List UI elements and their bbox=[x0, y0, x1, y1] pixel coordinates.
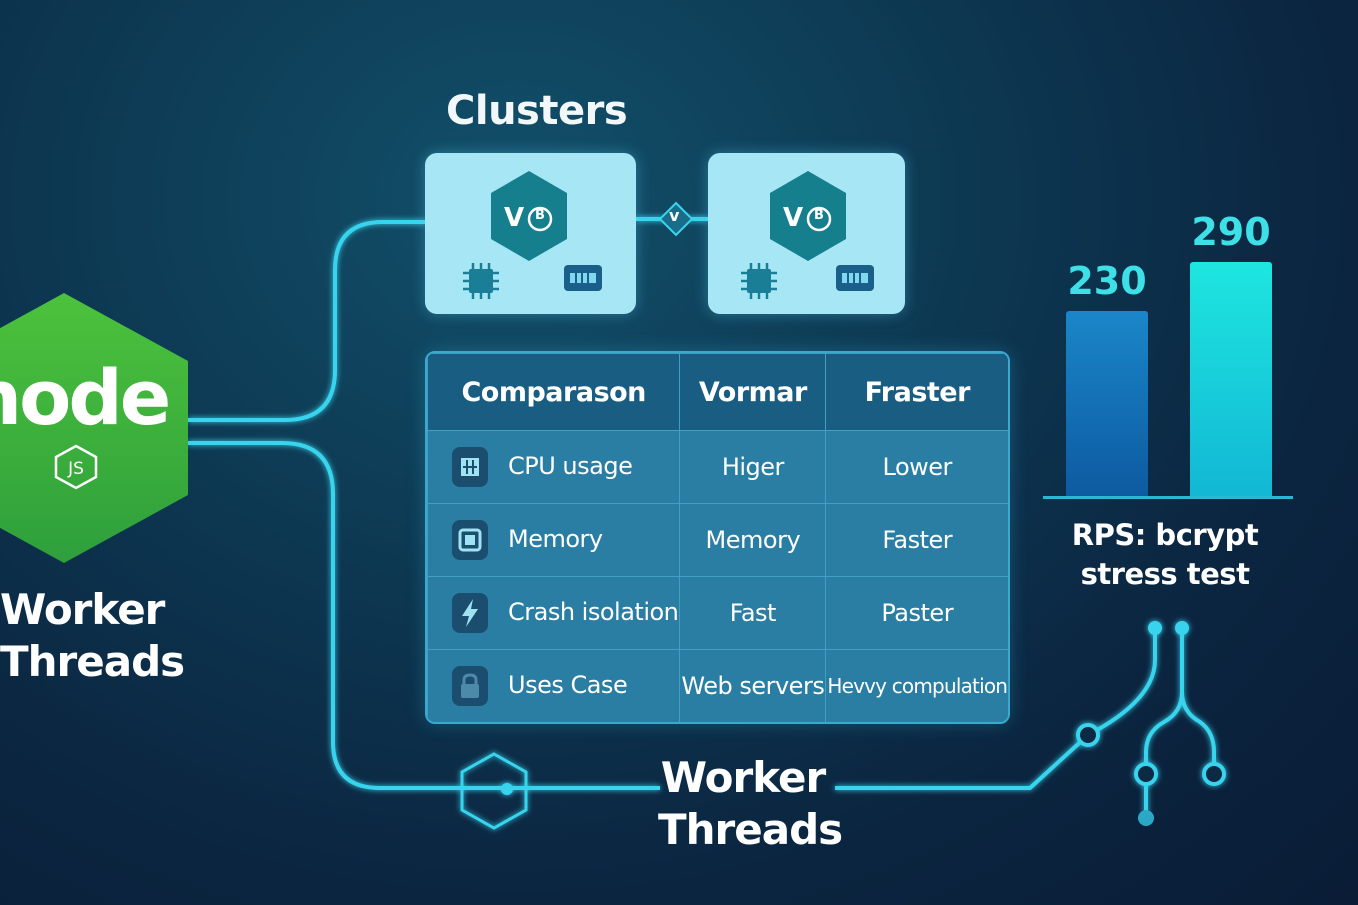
cluster-badge: B bbox=[535, 208, 545, 223]
wire-tree-right bbox=[1180, 628, 1216, 768]
cluster-badge: B bbox=[814, 208, 824, 223]
table-cell: Fast bbox=[679, 576, 827, 650]
table-cell: Memory bbox=[679, 503, 827, 577]
table-row: Uses Case Web servers Hevvy compulation bbox=[427, 649, 1008, 722]
table-cell: Paster bbox=[825, 576, 1008, 650]
table-row: Memory Memory Faster bbox=[427, 503, 1008, 577]
wire-node-dot bbox=[1175, 621, 1189, 635]
table-header-row: Comparason Vormar Fraster bbox=[427, 353, 1008, 431]
link-diamond-glyph: v bbox=[669, 206, 680, 225]
wire-end-dot bbox=[1138, 810, 1154, 826]
chart-caption-line-2: stress test bbox=[1080, 557, 1250, 591]
row-label: Crash isolation bbox=[508, 598, 679, 626]
table-cell: CPU usage bbox=[427, 430, 681, 504]
table-cell: Web servers bbox=[679, 649, 827, 722]
left-title: Worker Threads bbox=[0, 584, 185, 688]
cluster-hex-icon bbox=[770, 171, 846, 261]
table-cell: Memory bbox=[427, 503, 681, 577]
wire-node-dot bbox=[1076, 723, 1100, 747]
table-row: Crash isolation Fast Paster bbox=[427, 576, 1008, 650]
link-diamond bbox=[658, 201, 694, 237]
node-wordmark: node bbox=[0, 353, 171, 442]
memory-icon bbox=[452, 520, 488, 560]
chart-baseline bbox=[1043, 496, 1293, 499]
memory-icon bbox=[836, 265, 874, 291]
bottom-title-line-1: Worker bbox=[660, 753, 826, 802]
lightning-icon bbox=[452, 593, 488, 633]
row-label: CPU usage bbox=[508, 452, 633, 480]
table-cell: Lower bbox=[825, 430, 1008, 504]
table-cell: Hevvy compulation bbox=[825, 649, 1008, 722]
table-cell: Uses Case bbox=[427, 649, 681, 722]
bottom-title: Worker Threads bbox=[658, 752, 843, 856]
cpu-chip-icon bbox=[741, 263, 777, 299]
wire-node-to-clusters bbox=[188, 220, 426, 422]
thread-hex-icon bbox=[460, 752, 528, 830]
bottom-title-line-2: Threads bbox=[658, 805, 843, 854]
chart-caption: RPS: bcrypt stress test bbox=[1058, 516, 1272, 594]
table-header: Comparason bbox=[427, 353, 681, 431]
cluster-label: V bbox=[783, 203, 804, 233]
chart-bar bbox=[1190, 262, 1272, 497]
table-cell: Faster bbox=[825, 503, 1008, 577]
left-title-line-2: Threads bbox=[0, 637, 185, 686]
wire-node-dot bbox=[1134, 762, 1158, 786]
wire-tree-left bbox=[1144, 691, 1184, 818]
chip-icon bbox=[452, 447, 488, 487]
row-label: Uses Case bbox=[508, 671, 628, 699]
chart-caption-line-1: RPS: bcrypt bbox=[1071, 518, 1259, 552]
table-cell: Higer bbox=[679, 430, 827, 504]
wire-node-to-threads bbox=[188, 441, 660, 790]
row-label: Memory bbox=[508, 525, 603, 553]
table-cell: Crash isolation bbox=[427, 576, 681, 650]
clusters-title: Clusters bbox=[446, 88, 628, 134]
table-header: Fraster bbox=[825, 353, 1008, 431]
js-badge-icon: JS bbox=[54, 444, 98, 490]
wire-node-dot bbox=[1202, 762, 1226, 786]
cluster-label: V bbox=[504, 203, 525, 233]
memory-icon bbox=[564, 265, 602, 291]
cpu-chip-icon bbox=[463, 263, 499, 299]
table-row: CPU usage Higer Lower bbox=[427, 430, 1008, 504]
comparison-table: Comparason Vormar Fraster CPU usage Hige… bbox=[425, 351, 1010, 724]
chart-bar bbox=[1066, 311, 1148, 497]
table-header: Vormar bbox=[679, 353, 827, 431]
nodejs-logo-icon bbox=[0, 293, 188, 563]
svg-text:JS: JS bbox=[67, 459, 84, 479]
cluster-box[interactable]: V B bbox=[425, 153, 636, 314]
left-title-line-1: Worker bbox=[0, 585, 165, 634]
chart-data-label: 230 bbox=[1067, 259, 1147, 303]
wire-node-dot bbox=[1148, 621, 1162, 635]
cluster-hex-icon bbox=[491, 171, 567, 261]
lock-icon bbox=[452, 666, 488, 706]
cluster-box[interactable]: V B bbox=[708, 153, 905, 314]
chart-data-label: 290 bbox=[1191, 210, 1271, 254]
